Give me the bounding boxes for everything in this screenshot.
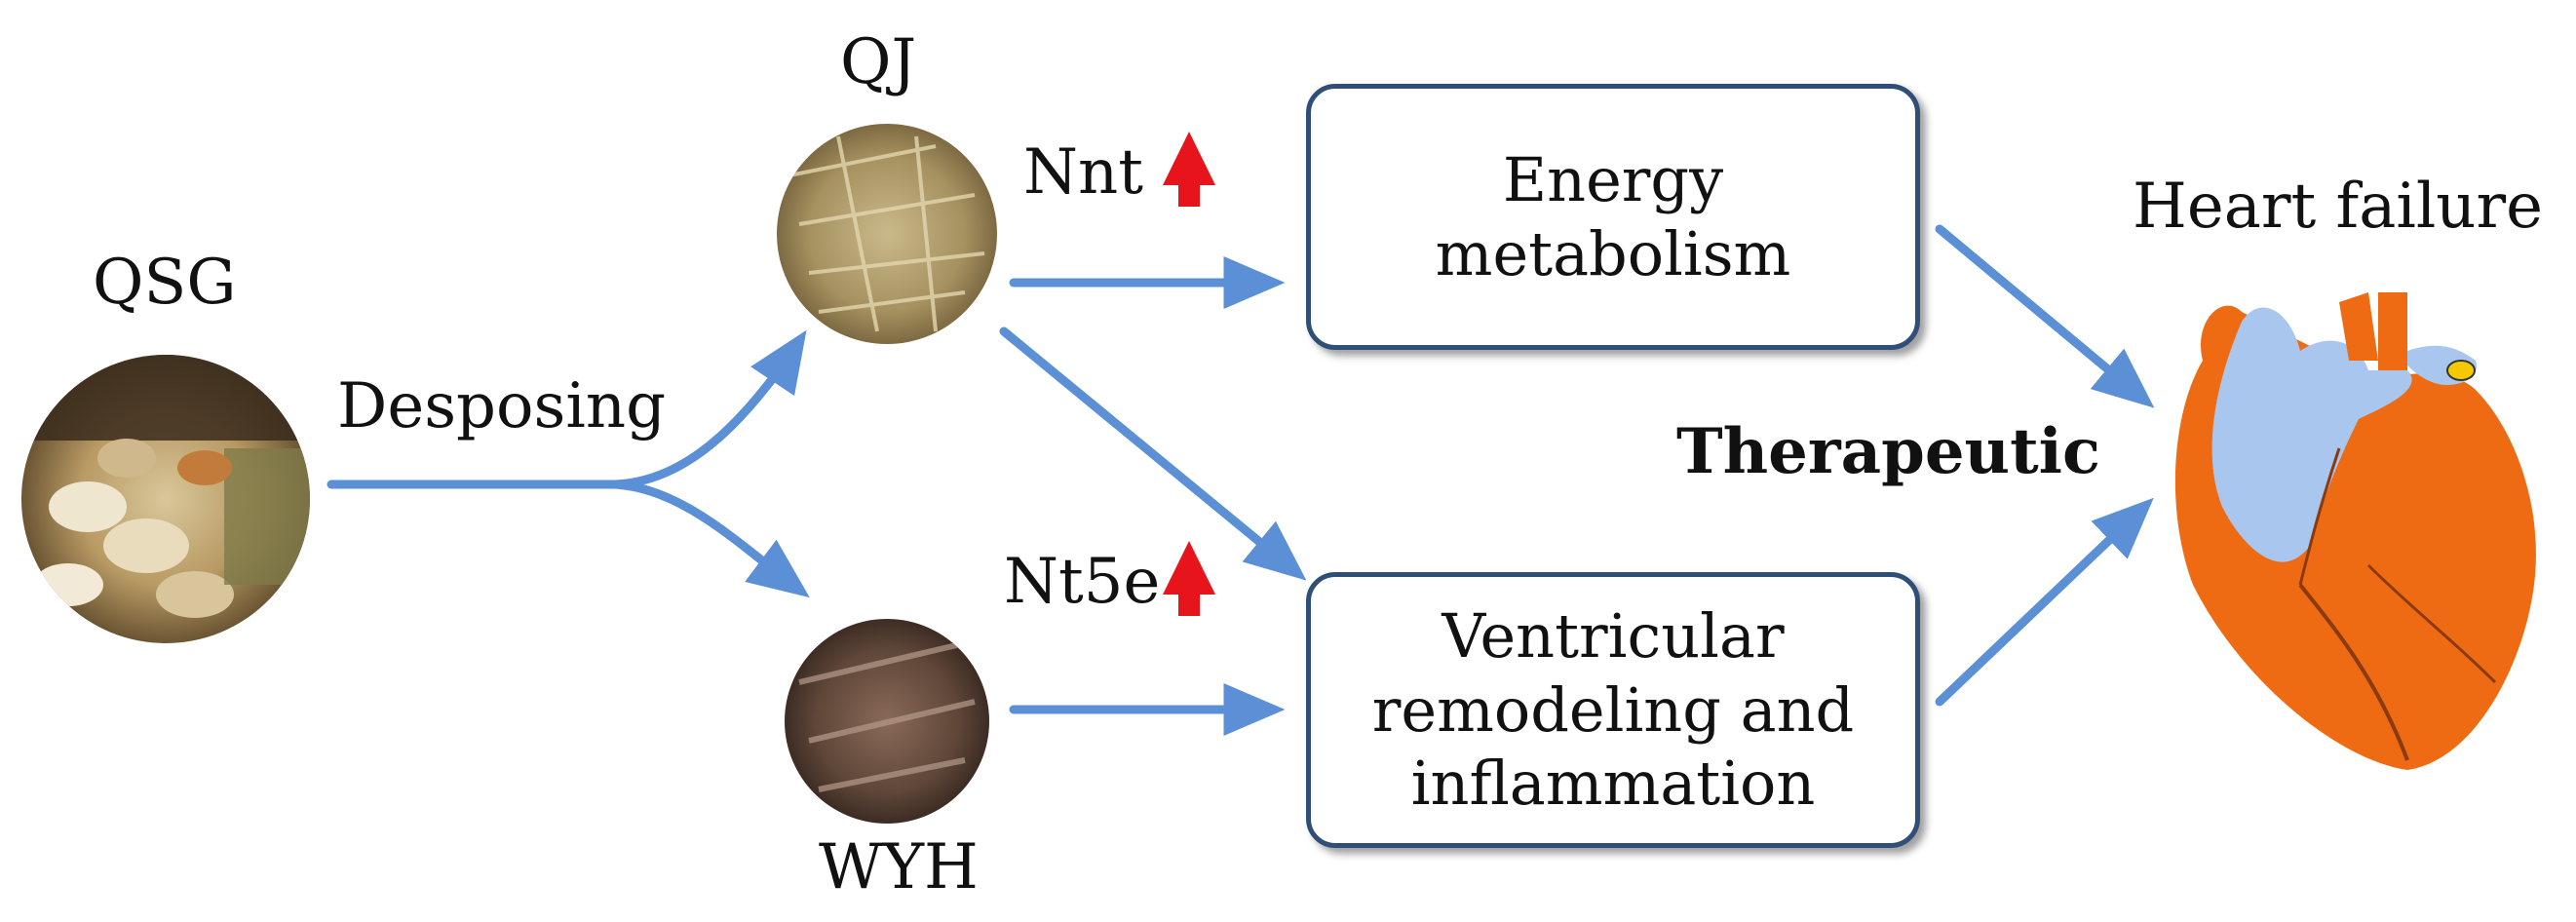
up-arrow-icon — [1163, 541, 1215, 616]
arrow-energy-to-heart — [1935, 224, 2155, 408]
energy-box-line: metabolism — [1435, 217, 1791, 289]
heart-failure-label: Heart failure — [2133, 171, 2543, 243]
therapeutic-label: Therapeutic — [1676, 415, 2100, 488]
qj-label: QJ — [840, 26, 917, 98]
up-arrow-icon — [1163, 132, 1215, 207]
ventricular-box-line: Ventricular — [1442, 600, 1785, 672]
arrow-to-qj — [609, 329, 807, 489]
desposing-label: Desposing — [337, 370, 667, 442]
qj-herb-image — [777, 124, 997, 344]
energy-metabolism-box: Energy metabolism — [1306, 84, 1920, 350]
ventricular-box-line: inflammation — [1410, 748, 1816, 820]
nnt-label: Nnt — [1023, 136, 1143, 209]
ventricular-box-line: remodeling and — [1371, 673, 1855, 746]
ventricular-remodeling-box: Ventricular remodeling and inflammation — [1306, 572, 1920, 848]
qsg-herb-image — [21, 355, 310, 643]
arrow-qj-to-ventricular — [999, 327, 1307, 581]
arrow-ventricular-to-heart — [1935, 497, 2154, 707]
arrow-to-wyh — [609, 480, 810, 598]
nt5e-label: Nt5e — [1004, 546, 1161, 618]
wyh-herb-image — [785, 619, 989, 824]
heart-icon — [2174, 292, 2536, 770]
energy-box-line: Energy — [1502, 143, 1724, 215]
qsg-label: QSG — [93, 247, 237, 319]
wyh-label: WYH — [819, 831, 979, 903]
